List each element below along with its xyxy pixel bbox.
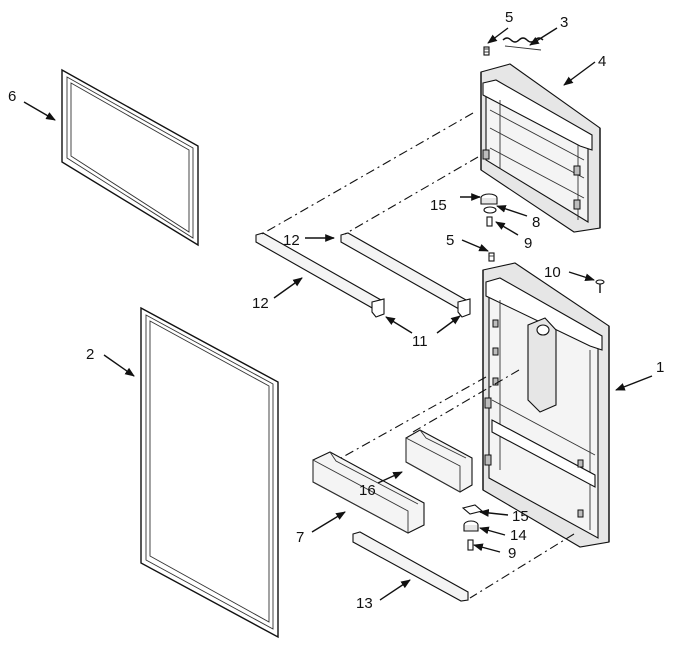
callout-9-upper: 9 [524,235,532,252]
callout-12-right: 12 [283,232,300,249]
fresh-food-door [482,262,610,548]
small-door-bin [405,429,473,493]
callout-3: 3 [560,14,568,31]
callout-2: 2 [86,346,94,363]
alignment-lines [261,112,575,599]
trim-end-caps [371,298,471,318]
screw-lower [488,252,495,262]
callout-15-lower: 15 [512,508,529,525]
bottom-trim [352,531,469,602]
large-door-bin [312,451,425,534]
screw-upper [483,46,490,56]
screw-10 [595,279,605,293]
callout-11: 11 [412,333,428,350]
callout-9-lower: 9 [508,545,516,562]
upper-hinge-hardware [480,193,498,227]
callout-15-upper: 15 [430,197,447,214]
callout-6: 6 [8,88,16,105]
fresh-food-door-gasket [140,306,279,639]
callout-7: 7 [296,529,304,546]
callout-10: 10 [544,264,561,281]
callout-1: 1 [656,359,664,376]
callout-4: 4 [598,53,606,70]
callout-14: 14 [510,527,527,544]
callout-12-left: 12 [252,295,269,312]
callout-5-upper: 5 [505,9,513,26]
callout-8: 8 [532,214,540,231]
callout-16: 16 [359,482,376,499]
callout-13: 13 [356,595,373,612]
lower-hinge-hardware [461,504,484,551]
callout-5-lower: 5 [446,232,454,249]
freezer-door-gasket [61,68,199,247]
leader-arrows [23,27,653,601]
freezer-door [480,63,601,233]
